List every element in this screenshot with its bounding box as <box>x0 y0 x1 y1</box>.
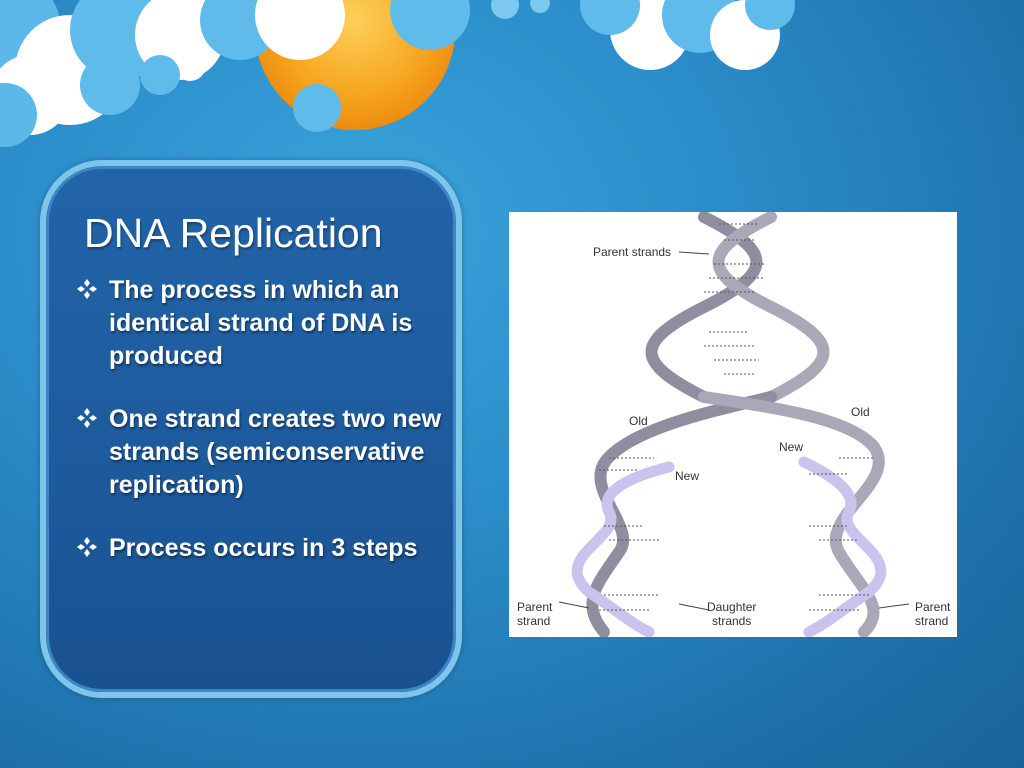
cloud-left-icon <box>0 0 345 147</box>
bullet-text: Process occurs in 3 steps <box>109 534 418 562</box>
cloud-right-icon <box>580 0 795 70</box>
label-old-left: Old <box>629 414 648 428</box>
bullet-item: The process in which an identical strand… <box>72 274 452 373</box>
slide-title: DNA Replication <box>84 210 383 256</box>
new-strand <box>571 461 675 638</box>
diamond-bullet-icon <box>77 537 97 557</box>
parent-strand <box>586 391 777 638</box>
label-parent-strand-right: Parent strand <box>915 600 951 628</box>
bubble-icon <box>390 0 470 50</box>
label-new-left: New <box>675 469 700 483</box>
dna-replication-figure: Parent strands Old Old New New Parent st… <box>509 211 957 638</box>
dna-helix-diagram <box>558 211 910 638</box>
label-parent-strand-left: Parent strand <box>517 600 553 628</box>
bubble-icon <box>530 0 550 13</box>
new-strand <box>798 456 887 638</box>
diamond-bullet-icon <box>77 279 97 299</box>
label-old-right: Old <box>851 405 870 419</box>
bullet-text: The process in which an identical strand… <box>109 276 413 370</box>
bullet-text: One strand creates two new strands (semi… <box>109 405 442 499</box>
bullet-item: One strand creates two new strands (semi… <box>72 403 452 502</box>
bullet-list: The process in which an identical strand… <box>72 274 452 595</box>
content-panel <box>40 160 462 698</box>
bubble-icon <box>491 0 519 19</box>
label-parent-strands: Parent strands <box>593 245 672 259</box>
parent-strand <box>645 211 763 403</box>
bubble-icon <box>293 84 341 132</box>
bullet-item: Process occurs in 3 steps <box>72 532 452 565</box>
label-new-right: New <box>779 440 804 454</box>
parent-strand <box>712 211 830 403</box>
label-daughter-strands: Daughter strands <box>707 600 757 628</box>
diamond-bullet-icon <box>77 408 97 428</box>
